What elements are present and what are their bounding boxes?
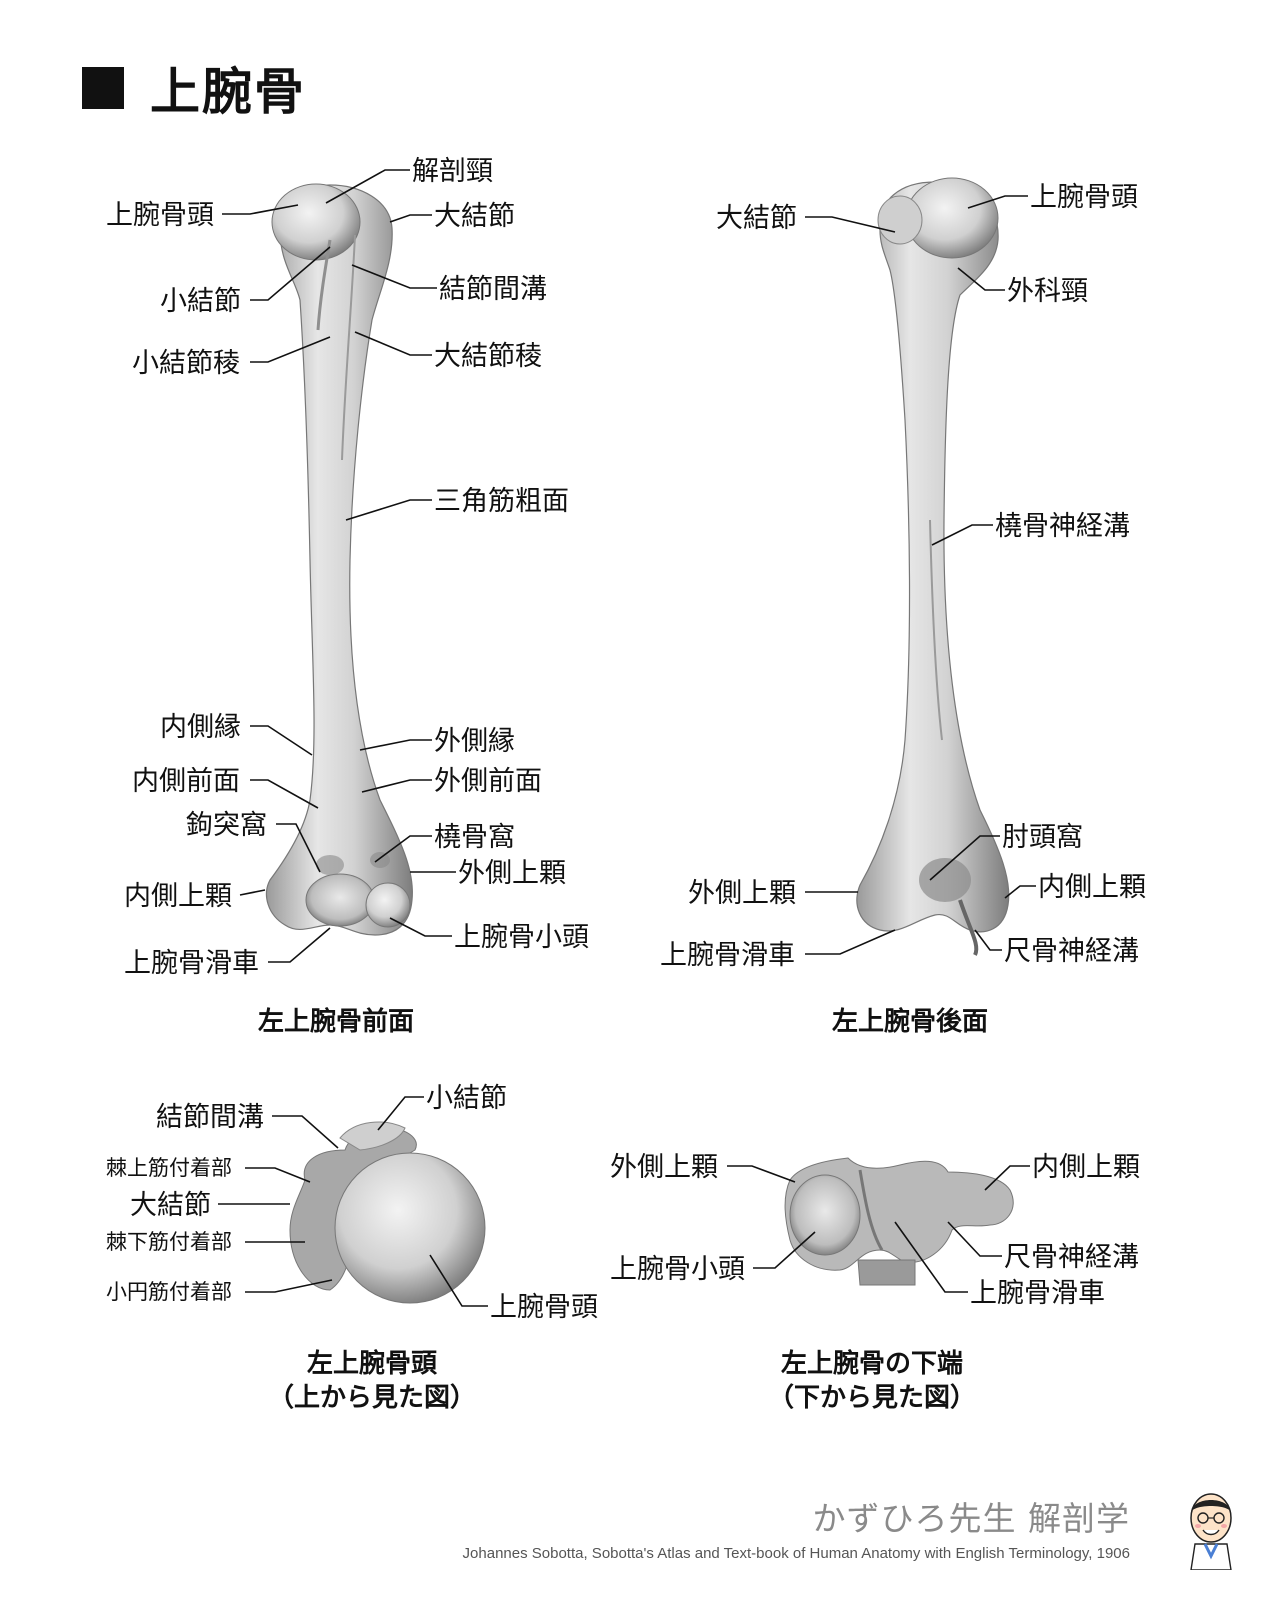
label-medial-border: 内側縁 [160, 712, 241, 743]
label-medial-epicondyle-posterior: 内側上顆 [1038, 872, 1146, 903]
label-lateral-epicondyle-bottom: 外側上顆 [610, 1152, 718, 1183]
anterior-humerus-illustration [265, 183, 413, 936]
top-view-labels: 結節間溝 小結節 棘上筋付着部 大結節 棘下筋付着部 小円筋付着部 上腕骨頭 左… [106, 1083, 598, 1413]
label-trochlea-anterior: 上腕骨滑車 [124, 948, 259, 979]
label-greater-tubercle-posterior: 大結節 [716, 203, 797, 234]
caption-bottom-view-2: （下から見た図） [768, 1383, 976, 1413]
label-ulnar-groove-bottom: 尺骨神経溝 [1004, 1242, 1139, 1273]
label-ulnar-groove-posterior: 尺骨神経溝 [1004, 936, 1139, 967]
label-lesser-tubercle-crest: 小結節稜 [132, 348, 240, 379]
footer-source: Johannes Sobotta, Sobotta's Atlas and Te… [462, 1545, 1130, 1562]
label-medial-epicondyle-bottom: 内側上顆 [1032, 1152, 1140, 1183]
label-capitulum-bottom: 上腕骨小頭 [610, 1254, 745, 1285]
posterior-labels: 大結節 上腕骨頭 外科頸 橈骨神経溝 肘頭窩 外側上顆 内側上顆 上腕骨滑車 尺… [660, 182, 1146, 1037]
label-lesser-tubercle-top: 小結節 [426, 1083, 507, 1114]
label-medial-epicondyle-anterior: 内側上顆 [124, 881, 232, 912]
caption-posterior: 左上腕骨後面 [832, 1006, 988, 1037]
label-intertubercular-groove-anterior: 結節間溝 [439, 274, 547, 305]
label-trochlea-posterior: 上腕骨滑車 [660, 940, 795, 971]
label-head-top: 上腕骨頭 [490, 1292, 598, 1323]
label-anterolateral-surface: 外側前面 [434, 766, 542, 797]
label-anteromedial-surface: 内側前面 [132, 766, 240, 797]
label-greater-tubercle-crest: 大結節稜 [434, 341, 542, 372]
label-trochlea-bottom: 上腕骨滑車 [970, 1278, 1105, 1309]
caption-top-view-1: 左上腕骨頭 [307, 1348, 438, 1379]
label-capitulum-anterior: 上腕骨小頭 [454, 922, 589, 953]
anterior-labels: 解剖頸 上腕骨頭 大結節 小結節 結節間溝 小結節稜 大結節稜 三角筋粗面 内側… [106, 156, 589, 1037]
label-radial-fossa: 橈骨窩 [434, 822, 515, 853]
title-square-icon [82, 67, 124, 109]
label-lesser-tubercle-anterior: 小結節 [160, 286, 241, 317]
label-greater-tubercle-anterior: 大結節 [434, 201, 515, 232]
avatar-icon [1190, 1493, 1232, 1570]
caption-anterior: 左上腕骨前面 [258, 1006, 414, 1037]
label-olecranon-fossa: 肘頭窩 [1002, 822, 1083, 853]
label-infraspinatus: 棘下筋付着部 [106, 1230, 232, 1254]
bottom-view-labels: 外側上顆 内側上顆 上腕骨小頭 尺骨神経溝 上腕骨滑車 左上腕骨の下端 （下から… [610, 1152, 1140, 1413]
label-coronoid-fossa: 鉤突窩 [186, 810, 267, 841]
label-anatomical-neck: 解剖頸 [412, 156, 493, 187]
label-head-posterior: 上腕骨頭 [1030, 182, 1138, 213]
label-surgical-neck: 外科頸 [1007, 276, 1088, 307]
label-lateral-border: 外側縁 [434, 726, 515, 757]
label-intertubercular-groove-top: 結節間溝 [156, 1102, 264, 1133]
label-supraspinatus: 棘上筋付着部 [106, 1156, 232, 1180]
label-deltoid-tuberosity: 三角筋粗面 [434, 486, 569, 517]
label-lateral-epicondyle-posterior: 外側上顆 [688, 878, 796, 909]
top-view-illustration [289, 1121, 486, 1304]
caption-bottom-view-1: 左上腕骨の下端 [781, 1348, 963, 1379]
label-lateral-epicondyle-anterior: 外側上顆 [458, 858, 566, 889]
posterior-humerus-illustration [856, 177, 1010, 956]
page-title: 上腕骨 [82, 52, 306, 124]
label-greater-tubercle-top: 大結節 [130, 1190, 211, 1221]
label-radial-groove: 橈骨神経溝 [995, 511, 1130, 542]
title-text: 上腕骨 [150, 63, 306, 121]
label-teres-minor: 小円筋付着部 [106, 1280, 232, 1304]
caption-top-view-2: （上から見た図） [268, 1383, 476, 1413]
bottom-view-illustration [784, 1157, 1014, 1286]
footer-brand: かずひろ先生 解剖学 [812, 1499, 1130, 1538]
label-head-anterior: 上腕骨頭 [106, 200, 214, 231]
